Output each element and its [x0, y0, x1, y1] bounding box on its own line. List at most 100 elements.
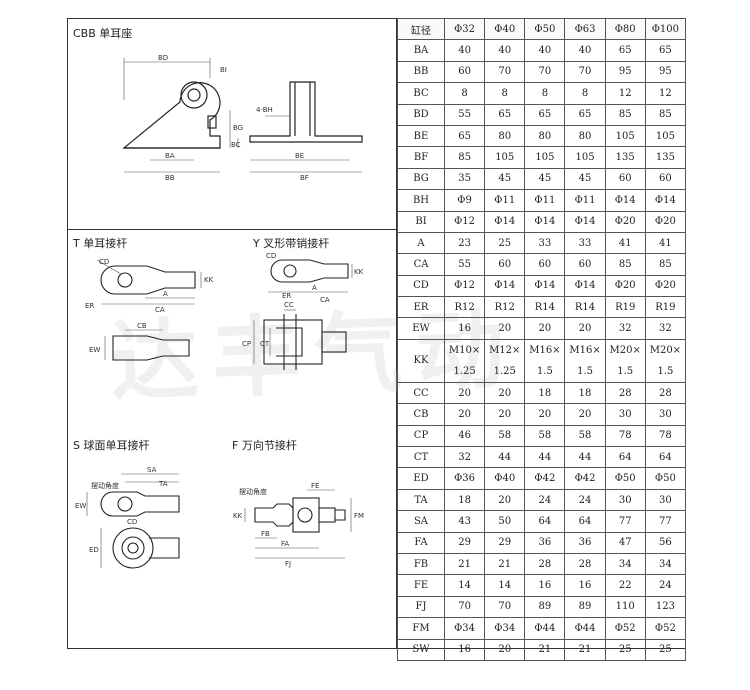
dim-sa: SA [147, 466, 157, 474]
dim-bc: BC [231, 141, 241, 149]
table-cell: 110 [604, 595, 646, 619]
table-cell: 64 [644, 446, 687, 469]
table-cell: 70 [524, 60, 566, 84]
table-cell: 70 [484, 595, 526, 619]
header-bore-size: Φ32 [443, 17, 486, 41]
table-cell: 45 [484, 167, 526, 191]
table-cell: 77 [644, 510, 687, 533]
table-cell: 8 [564, 82, 606, 105]
table-cell: M12×1.25 [484, 338, 526, 383]
table-cell: 55 [443, 253, 486, 276]
table-cell: 65 [484, 103, 526, 126]
dim-er: ER [85, 302, 94, 310]
dim-fe: FE [311, 482, 319, 490]
table-cell: 12 [644, 82, 687, 105]
table-cell: 85 [644, 253, 687, 276]
dim-fm: FM [354, 512, 364, 520]
header-bore-size: Φ80 [604, 17, 646, 41]
table-cell: R14 [564, 296, 606, 319]
table-cell: 70 [564, 60, 606, 84]
table-cell-line: M16× [569, 344, 601, 356]
table-cell: 20 [484, 488, 526, 512]
table-cell: 28 [524, 552, 566, 576]
table-cell: 40 [564, 39, 606, 62]
table-cell: 105 [484, 146, 526, 169]
table-cell: Φ20 [604, 274, 646, 298]
table-cell: 80 [484, 124, 526, 148]
table-cell: 45 [564, 167, 606, 191]
table-cell: 85 [644, 103, 687, 126]
table-cell: 40 [484, 39, 526, 62]
table-cell: 135 [644, 146, 687, 169]
table-cell: Φ44 [564, 617, 606, 640]
dim-cb: CB [137, 322, 147, 330]
dim-ed: ED [89, 546, 99, 554]
table-cell: Φ36 [443, 467, 486, 490]
row-label: ED [397, 467, 445, 490]
row-label: BF [397, 146, 445, 169]
table-cell: 28 [564, 552, 606, 576]
table-cell: Φ14 [564, 274, 606, 298]
row-label: ER [397, 296, 445, 319]
table-cell-line: 1.5 [617, 365, 634, 377]
dim-y-a: A [312, 284, 317, 292]
table-cell: Φ14 [484, 274, 526, 298]
s-spherical-rod-drawing: SA TA 摆动角度 EW CD ED [75, 466, 180, 569]
table-cell-line: M20× [609, 344, 641, 356]
table-cell: Φ50 [644, 467, 687, 490]
dim-be: BE [295, 152, 304, 160]
table-cell: 64 [524, 510, 566, 533]
dim-bh: 4-BH [256, 106, 273, 114]
table-cell: 20 [443, 381, 486, 405]
table-cell: 89 [524, 595, 566, 619]
row-label: BA [397, 39, 445, 62]
table-cell: 20 [484, 403, 526, 426]
table-cell: R19 [604, 296, 646, 319]
table-cell: 64 [564, 510, 606, 533]
table-cell: 85 [604, 103, 646, 126]
table-cell: 30 [644, 488, 687, 512]
table-cell-line: 1.5 [577, 365, 593, 377]
table-cell-line: 1.5 [657, 365, 674, 377]
row-label: TA [397, 488, 445, 512]
table-cell: 78 [644, 424, 687, 448]
table-cell: 65 [524, 103, 566, 126]
table-cell: R14 [524, 296, 566, 319]
dim-s-ew: EW [75, 502, 86, 510]
table-cell: 20 [484, 317, 526, 340]
table-cell: 33 [564, 231, 606, 255]
table-cell: Φ12 [443, 210, 486, 233]
table-cell-line: M12× [489, 344, 521, 356]
table-cell: 70 [484, 60, 526, 84]
table-cell: 28 [644, 381, 687, 405]
row-label: BI [397, 210, 445, 233]
table-cell: 60 [604, 167, 646, 191]
table-cell: 58 [524, 424, 566, 448]
table-cell: 36 [524, 531, 566, 554]
table-cell: 25 [604, 638, 646, 661]
table-cell: M20×1.5 [644, 338, 687, 383]
table-cell: 32 [604, 317, 646, 340]
table-cell: 95 [644, 60, 687, 84]
table-cell: 20 [524, 317, 566, 340]
row-label: SA [397, 510, 445, 533]
table-cell: 21 [484, 552, 526, 576]
table-cell: Φ11 [484, 189, 526, 212]
table-cell: 85 [604, 253, 646, 276]
table-cell: Φ14 [524, 210, 566, 233]
table-cell-line: M16× [529, 344, 561, 356]
table-cell: 65 [604, 39, 646, 62]
table-cell: 16 [443, 638, 486, 661]
table-cell: Φ12 [443, 274, 486, 298]
table-cell: Φ14 [564, 210, 606, 233]
row-label: CP [397, 424, 445, 448]
table-cell: 36 [564, 531, 606, 554]
